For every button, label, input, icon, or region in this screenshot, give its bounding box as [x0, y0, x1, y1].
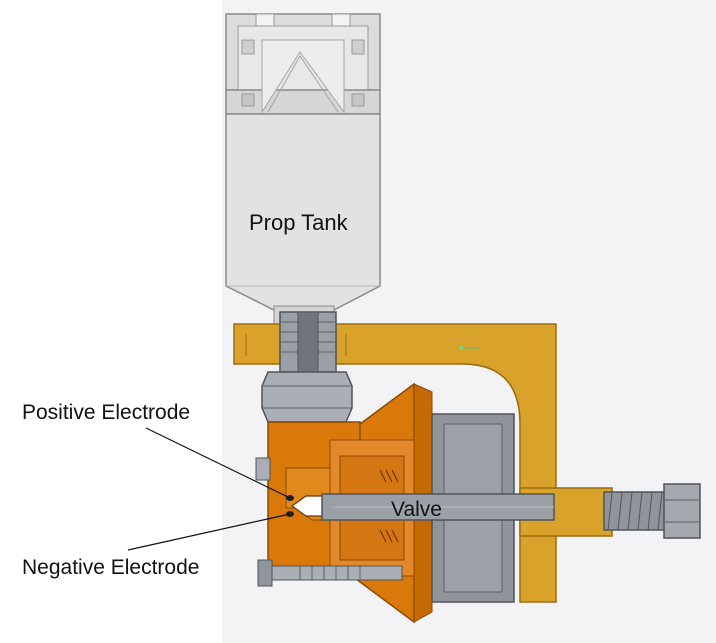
feed-fitting — [261, 311, 353, 473]
negative-electrode-label: Negative Electrode — [22, 556, 199, 579]
prop-tank-label: Prop Tank — [249, 210, 349, 235]
positive-electrode-label: Positive Electrode — [22, 401, 190, 424]
brass-bracket — [233, 323, 613, 603]
bracket-arm — [233, 323, 557, 603]
valve-assembly — [257, 413, 555, 603]
positive-electrode-leader — [145, 427, 291, 499]
valve-label: Valve — [391, 498, 442, 521]
negative-electrode-leader — [127, 513, 291, 551]
hex-nut — [261, 371, 353, 423]
prop-tank — [225, 13, 381, 325]
lower-bolt — [261, 565, 403, 581]
screw-head — [663, 483, 701, 539]
adjust-screw — [603, 483, 701, 539]
